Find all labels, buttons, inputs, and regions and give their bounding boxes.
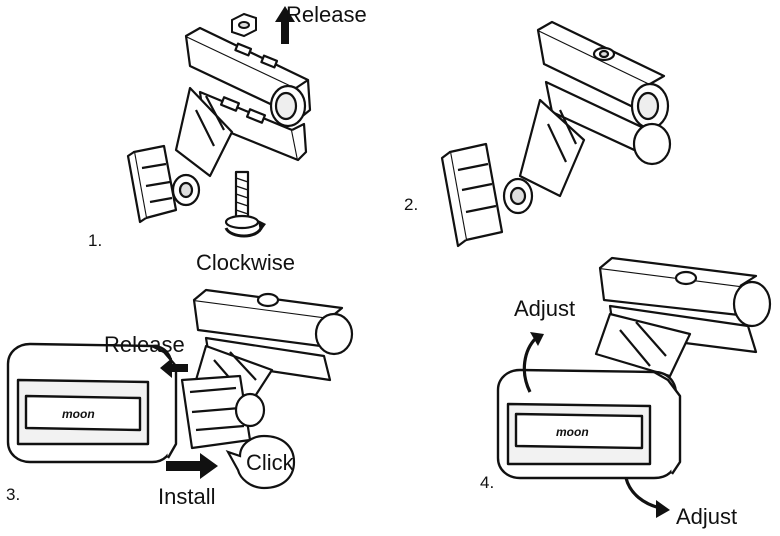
click-bubble <box>225 434 296 490</box>
step-2-number: 2. <box>404 195 419 214</box>
device-brand-step3: moon <box>62 407 95 421</box>
release-arrow-up <box>275 6 295 44</box>
step-3-device <box>6 342 178 464</box>
adjust-arrow-up <box>522 336 538 393</box>
device-brand-step4: moon <box>556 425 589 439</box>
step-4-number: 4. <box>480 473 495 492</box>
adjust-arrow-down <box>624 477 661 510</box>
step-3-number: 3. <box>6 485 21 504</box>
step-1-number: 1. <box>88 231 103 250</box>
step-4-adjust-bottom-label: Adjust <box>676 504 738 529</box>
install-arrow-right <box>166 453 218 479</box>
step-1-clockwise-label: Clockwise <box>196 250 296 275</box>
step-1-bracket <box>126 26 312 230</box>
release-arrow-left <box>160 358 188 378</box>
step-3-release-label: Release <box>104 332 185 357</box>
step-3-bracket <box>180 288 354 450</box>
step-4-adjust-top-label: Adjust <box>514 296 576 321</box>
step-1-release-label: Release <box>286 2 367 27</box>
step-4-bracket <box>594 256 772 378</box>
step-3-click-label: Click <box>246 450 294 475</box>
hex-nut <box>231 12 257 38</box>
step-3-install-label: Install <box>158 484 216 509</box>
step-4-device <box>496 368 682 480</box>
step-2-bracket <box>440 20 672 248</box>
